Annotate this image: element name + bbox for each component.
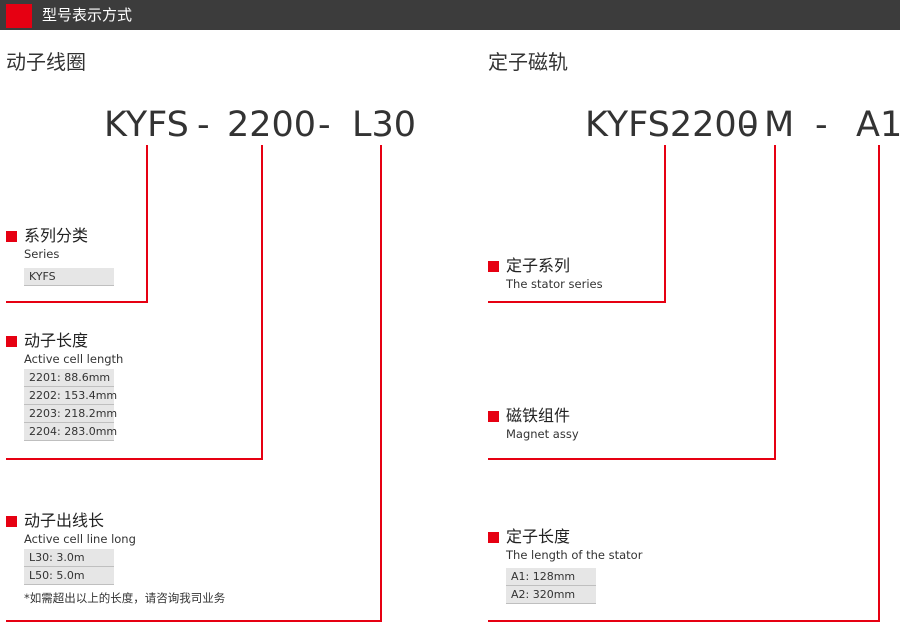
code-part-series: KYFS [104, 105, 189, 145]
connector-stator-length-horizontal [488, 620, 880, 622]
connector-stator-series-horizontal [488, 301, 666, 303]
option-row: L50: 5.0m [24, 567, 114, 585]
code-separator: - [318, 105, 331, 145]
section-title-mover: 动子线圈 [6, 50, 86, 74]
option-row: 2201: 88.6mm [24, 369, 114, 387]
group-title: 磁铁组件 [488, 406, 579, 426]
group-subtitle: Magnet assy [506, 427, 579, 441]
header-title: 型号表示方式 [42, 6, 133, 24]
group-title: 系列分类 [6, 226, 88, 246]
connector-series-horizontal [6, 301, 148, 303]
group-active-cell-length: 动子长度 Active cell length [6, 331, 123, 367]
connector-line-length-horizontal [6, 620, 382, 622]
option-row: 2203: 218.2mm [24, 405, 117, 423]
footnote: *如需超出以上的长度，请咨询我司业务 [24, 591, 226, 605]
options-active-cell-line-long: L30: 3.0m L50: 5.0m [24, 549, 114, 585]
connector-magnet-vertical [774, 145, 776, 460]
group-series: 系列分类 Series [6, 226, 88, 262]
option-row: L30: 3.0m [24, 549, 114, 567]
group-stator-series: 定子系列 The stator series [488, 256, 603, 292]
connector-length-horizontal [6, 458, 263, 460]
red-square-icon [6, 231, 17, 242]
group-stator-length: 定子长度 The length of the stator [488, 527, 642, 563]
red-square-icon [6, 516, 17, 527]
option-row: A2: 320mm [506, 586, 596, 604]
group-active-cell-line-long: 动子出线长 Active cell line long [6, 511, 136, 547]
code-separator: - [815, 105, 828, 145]
red-square-icon [6, 336, 17, 347]
code-separator: - [742, 105, 755, 145]
connector-magnet-horizontal [488, 458, 776, 460]
red-square-icon [488, 411, 499, 422]
option-row: 2204: 283.0mm [24, 423, 117, 441]
options-active-cell-length: 2201: 88.6mm 2202: 153.4mm 2203: 218.2mm… [24, 369, 117, 441]
option-row: KYFS [24, 268, 114, 286]
group-magnet-assy: 磁铁组件 Magnet assy [488, 406, 579, 442]
connector-series-vertical [146, 145, 148, 303]
header-bar [0, 0, 900, 30]
connector-stator-length-vertical [878, 145, 880, 622]
red-square-icon [488, 532, 499, 543]
code-part-stator-length: A1 [856, 105, 900, 145]
options-series: KYFS [24, 268, 114, 286]
section-title-stator: 定子磁轨 [488, 50, 568, 74]
group-title: 动子长度 [6, 331, 123, 351]
group-title: 定子系列 [488, 256, 603, 276]
option-row: 2202: 153.4mm [24, 387, 117, 405]
code-part-magnet: M [764, 105, 795, 145]
option-row: A1: 128mm [506, 568, 596, 586]
connector-line-length-vertical [380, 145, 382, 622]
group-subtitle: Active cell length [24, 352, 124, 366]
code-separator: - [197, 105, 210, 145]
connector-length-vertical [261, 145, 263, 460]
group-subtitle: Series [24, 247, 60, 261]
group-subtitle: The length of the stator [506, 548, 643, 562]
code-part-stator-series: KYFS2200 [585, 105, 759, 145]
header-accent-block [6, 4, 32, 28]
group-subtitle: Active cell line long [24, 532, 136, 546]
code-part-line-length: L30 [352, 105, 417, 145]
group-title: 动子出线长 [6, 511, 136, 531]
connector-stator-series-vertical [664, 145, 666, 303]
group-title: 定子长度 [488, 527, 642, 547]
options-stator-length: A1: 128mm A2: 320mm [506, 568, 596, 604]
code-part-length: 2200 [227, 105, 317, 145]
red-square-icon [488, 261, 499, 272]
group-subtitle: The stator series [506, 277, 603, 291]
